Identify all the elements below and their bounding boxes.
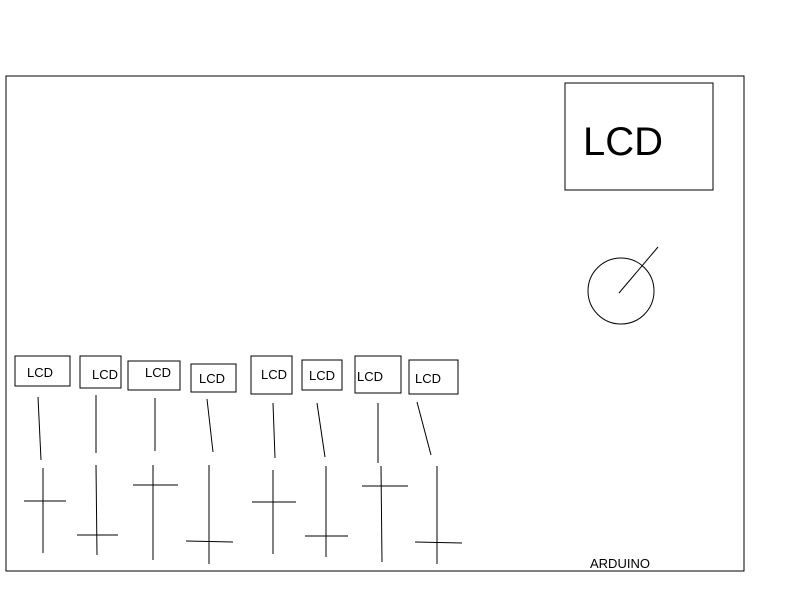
channel-connector xyxy=(272,402,276,459)
slider-knob xyxy=(414,541,463,544)
channel-lcd-label: LCD xyxy=(199,371,225,386)
channel-lcd-box xyxy=(408,359,459,395)
slider-track xyxy=(95,464,98,556)
channel-lcd-box xyxy=(354,355,402,394)
channel-lcd-box xyxy=(127,360,181,391)
knob-circle xyxy=(587,257,655,325)
channel-7: LCD xyxy=(354,355,408,563)
channel-lcd-box xyxy=(79,355,122,389)
channel-8: LCD xyxy=(408,359,463,564)
channel-connector xyxy=(416,401,432,456)
channel-lcd-label: LCD xyxy=(309,368,335,383)
channel-lcd-box xyxy=(250,355,293,395)
channel-3: LCD xyxy=(127,360,181,560)
channel-lcd-box xyxy=(301,359,343,391)
main-lcd-label: LCD xyxy=(583,120,663,164)
channel-lcd-label: LCD xyxy=(27,365,53,380)
rotary-knob-icon xyxy=(587,246,659,325)
knob-pointer xyxy=(618,246,659,294)
slider-knob xyxy=(185,540,234,543)
channel-connector xyxy=(37,396,42,461)
slider-track xyxy=(380,465,383,563)
channel-5: LCD xyxy=(250,355,296,554)
channel-lcd-label: LCD xyxy=(92,367,118,382)
channel-6: LCD xyxy=(301,359,348,557)
channel-lcd-box xyxy=(14,355,71,387)
channel-lcd-label: LCD xyxy=(357,369,383,384)
channel-4: LCD xyxy=(185,363,237,564)
channel-2: LCD xyxy=(77,355,122,556)
board-outline xyxy=(5,75,745,572)
channel-connector xyxy=(316,402,326,458)
channel-lcd-label: LCD xyxy=(261,367,287,382)
channel-lcd-label: LCD xyxy=(145,365,171,380)
main-lcd-box xyxy=(564,82,714,191)
board-label: ARDUINO xyxy=(590,556,650,571)
channel-1: LCD xyxy=(14,355,71,553)
channel-lcd-box xyxy=(190,363,237,393)
channel-connector xyxy=(206,398,214,453)
channel-lcd-label: LCD xyxy=(415,371,441,386)
